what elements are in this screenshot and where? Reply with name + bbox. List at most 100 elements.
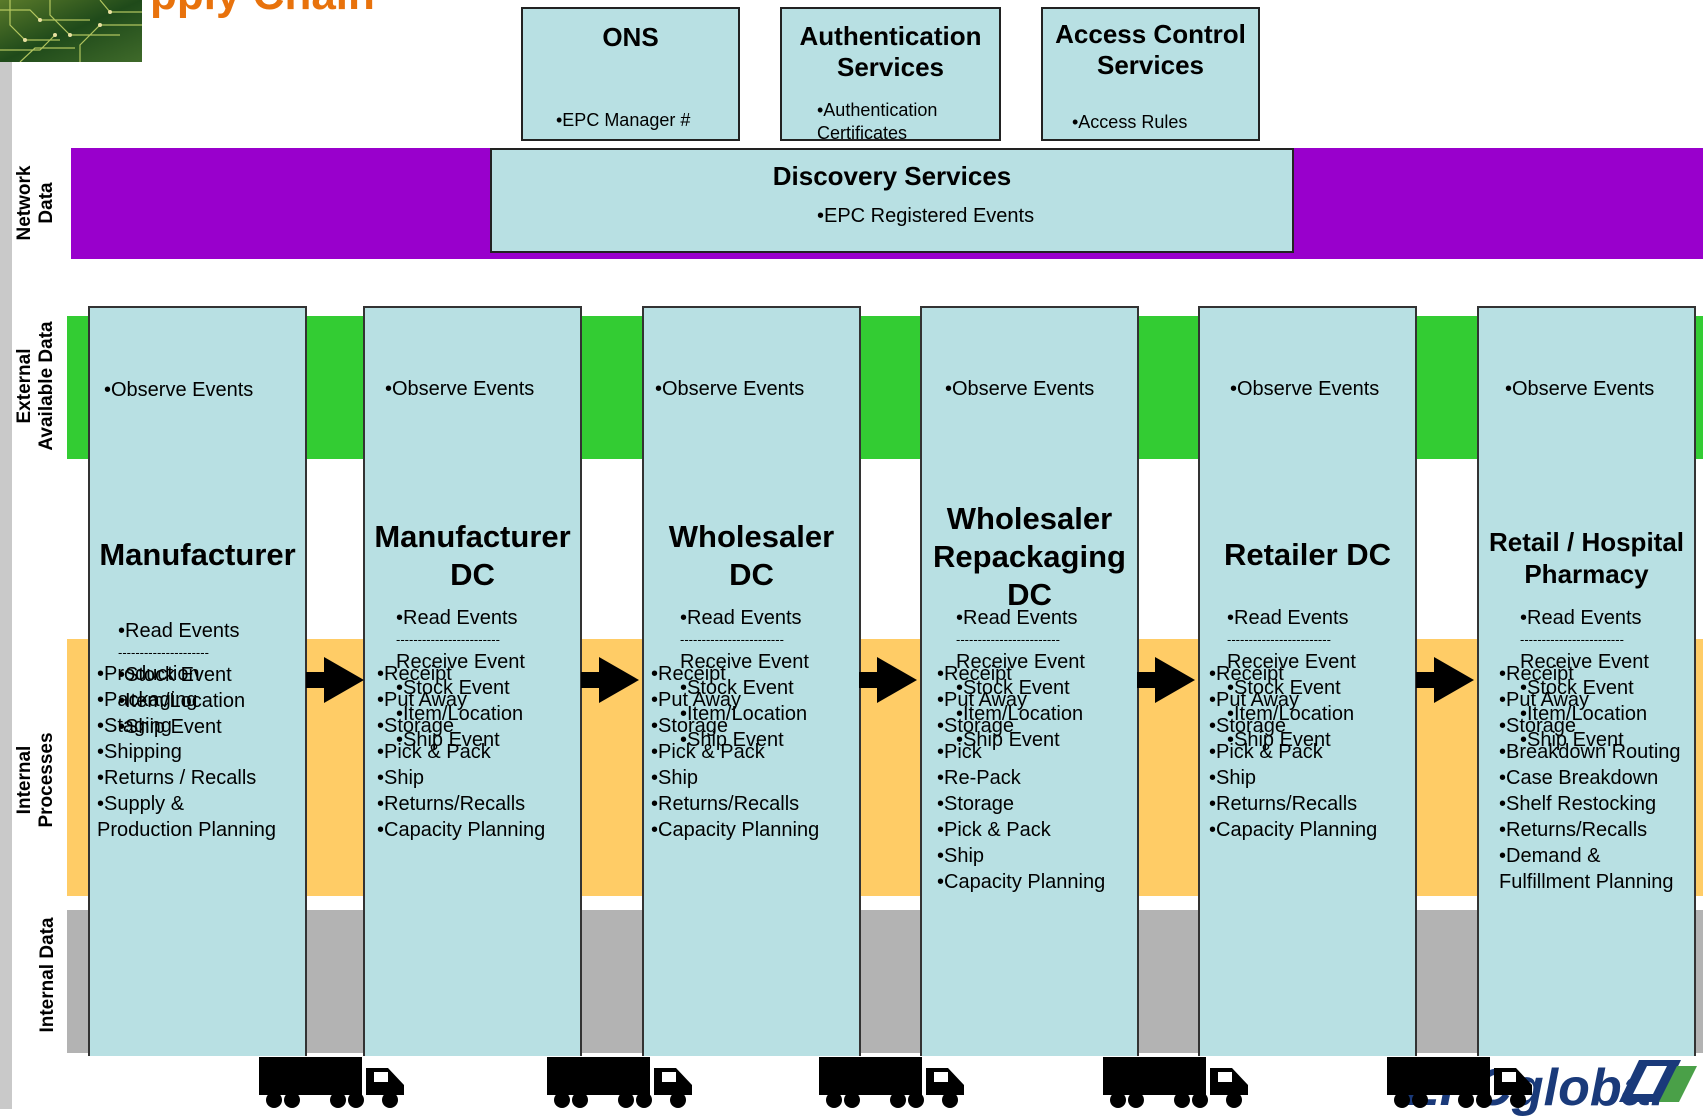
data-item: •Read Events (1520, 607, 1642, 629)
ons-title: ONS (602, 22, 659, 52)
data-item: •Read Events (1227, 607, 1349, 629)
flow-arrow-icon (306, 657, 364, 703)
process-item: •Storage (377, 715, 455, 737)
discovery-services-box: Discovery Services •EPC Registered Event… (490, 148, 1294, 253)
internal-data-list: •Read Events ------------------------ Rece… (1227, 605, 1377, 753)
divider-line: ------------------------ (680, 632, 784, 647)
data-item: •Ship Event (118, 716, 222, 738)
divider-line: ------------------------ (1520, 632, 1624, 647)
band-label-internal-data: Internal Data (37, 917, 58, 1033)
process-item: •Case Breakdown (1499, 767, 1659, 789)
process-item: •Put Away (651, 689, 742, 711)
left-sidebar-strip (0, 62, 12, 1109)
internal-data-list: •Read Events ------------------------ Rece… (1520, 605, 1670, 753)
internal-process-list: •Production•Packaging•Staging•Shipping•R… (97, 661, 276, 843)
process-item: •Returns/Recalls (377, 793, 526, 815)
process-item: •Returns / Recalls (97, 767, 257, 789)
process-item: •Returns/Recalls (1209, 793, 1358, 815)
truck-icon (259, 1057, 404, 1108)
observe-events-label: •Observe Events (945, 378, 1095, 400)
process-item: •Put Away (937, 689, 1028, 711)
epcglobal-mark-icon (1619, 1060, 1697, 1102)
process-item: •Production (97, 663, 200, 685)
process-item: •Storage (651, 715, 729, 737)
internal-process-list: •Receipt•Put Away•Storage•Pick & Pack•Sh… (1209, 661, 1377, 843)
data-item: •Ship Event (1520, 729, 1624, 751)
node-title: Retailer DC (1223, 537, 1392, 572)
divider-line: ------------------------ (396, 632, 500, 647)
observe-events-label: •Observe Events (1230, 378, 1380, 400)
process-item: Fulfillment Planning (1499, 871, 1674, 893)
process-item: •Capacity Planning (651, 819, 820, 841)
data-item: •Stock Event (118, 664, 232, 686)
observe-events-label: •Observe Events (655, 378, 805, 400)
observe-events-label: •Observe Events (385, 378, 535, 400)
data-item: •Stock Event (1520, 677, 1634, 699)
process-item: •Pick & Pack (377, 741, 491, 763)
process-item: •Capacity Planning (1209, 819, 1378, 841)
process-item: •Returns/Recalls (1499, 819, 1648, 841)
flow-arrow-icon (859, 657, 917, 703)
process-item: •Receipt (651, 663, 726, 685)
internal-data-list: •Read Events ------------------------ Rece… (396, 605, 546, 753)
data-item: Receive Event (396, 651, 525, 673)
node-title: Manufacturer (99, 537, 296, 572)
internal-data-list: •Read Events --------------------- •Stock … (118, 618, 268, 740)
discovery-title: Discovery Services (772, 161, 1012, 191)
process-item: •Capacity Planning (377, 819, 546, 841)
data-item: •Read Events (118, 620, 240, 642)
process-item: •Receipt (1499, 663, 1574, 685)
internal-process-list: •Receipt•Put Away•Storage•Pick & Pack•Sh… (651, 661, 819, 843)
corner-logo-image (0, 0, 142, 62)
data-item: •Stock Event (1227, 677, 1341, 699)
data-item: Receive Event (956, 651, 1085, 673)
flow-arrow-icon (581, 657, 639, 703)
page-title: pply Chain (150, 0, 375, 20)
observe-events-label: •Observe Events (1505, 378, 1655, 400)
data-item: •Item/Location (396, 703, 524, 725)
observe-events-label: •Observe Events (104, 379, 254, 401)
data-item: •Item/Location (1520, 703, 1648, 725)
external-data-band (67, 316, 1703, 459)
process-item: Production Planning (97, 819, 277, 841)
process-item: •Storage (1499, 715, 1577, 737)
data-item: •Read Events (396, 607, 518, 629)
process-item: •Pick & Pack (937, 819, 1051, 841)
data-item: Receive Event (1520, 651, 1649, 673)
process-item: •Packaging (97, 689, 198, 711)
process-item: •Ship (1209, 767, 1257, 789)
process-item: •Ship (937, 845, 985, 867)
data-item: •Stock Event (680, 677, 794, 699)
process-item: •Storage (1209, 715, 1287, 737)
data-item: •Read Events (956, 607, 1078, 629)
truck-icon (1103, 1057, 1248, 1108)
divider-line: --------------------- (118, 645, 209, 660)
process-item: •Returns/Recalls (651, 793, 800, 815)
process-item: •Staging (97, 715, 172, 737)
data-item: •Item/Location (956, 703, 1084, 725)
data-item: •Item/Location (1227, 703, 1355, 725)
data-item: •Read Events (680, 607, 802, 629)
data-item: •Ship Event (956, 729, 1060, 751)
truck-icon (1387, 1057, 1532, 1108)
divider-line: ------------------------ (1227, 632, 1331, 647)
internal-data-list: •Read Events------------------------Rece… (680, 605, 830, 753)
data-item: •Stock Event (396, 677, 510, 699)
process-item: •Pick & Pack (651, 741, 765, 763)
data-item: Receive Event (1227, 651, 1356, 673)
ons-service-box: ONS •EPC Manager # (521, 7, 740, 141)
data-item: •Item/Location (118, 690, 246, 712)
